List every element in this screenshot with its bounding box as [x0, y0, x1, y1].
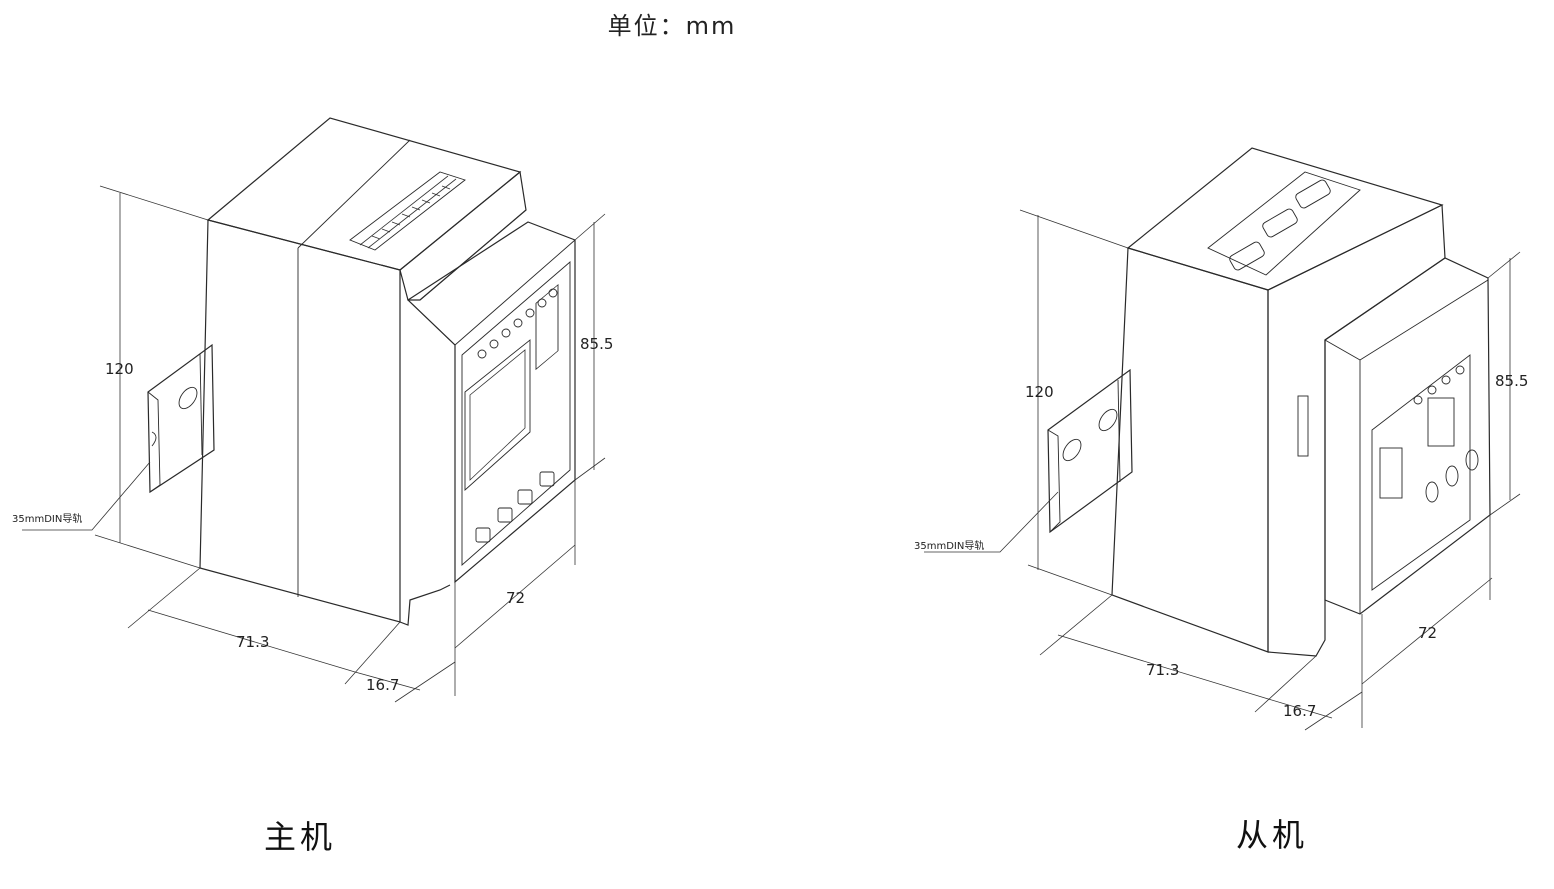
master-front-depth-dim: 16.7 — [366, 676, 399, 694]
master-device: 120 85.5 71.3 16.7 72 35mmDIN导轨 — [12, 117, 613, 703]
master-front-height-dim: 85.5 — [580, 335, 613, 353]
slave-depth-dim: 71.3 — [1146, 661, 1179, 679]
master-depth-dim: 71.3 — [236, 633, 269, 651]
slave-connectors — [1425, 449, 1479, 503]
slave-led-row — [1413, 365, 1465, 405]
slave-port-row — [1207, 171, 1361, 276]
slave-height-dim: 120 — [1025, 383, 1054, 401]
slave-front-height-dim: 85.5 — [1495, 372, 1528, 390]
slave-din-rail — [1047, 368, 1133, 534]
unit-label: 单位：mm — [607, 12, 737, 40]
slave-rail-callout: 35mmDIN导轨 — [914, 539, 984, 552]
master-terminal-block — [349, 171, 466, 251]
slave-caption: 从机 — [1236, 816, 1309, 854]
slave-width-dim: 72 — [1418, 624, 1437, 642]
master-rail-callout: 35mmDIN导轨 — [12, 512, 82, 525]
master-button-row — [475, 471, 555, 543]
master-din-rail — [147, 343, 215, 494]
master-caption: 主机 — [264, 818, 337, 856]
slave-device: 120 85.5 71.3 16.7 72 35mmDIN导轨 — [914, 147, 1528, 731]
master-led-row — [477, 288, 558, 359]
slave-front-depth-dim: 16.7 — [1283, 702, 1316, 720]
master-width-dim: 72 — [506, 589, 525, 607]
master-height-dim: 120 — [105, 360, 134, 378]
